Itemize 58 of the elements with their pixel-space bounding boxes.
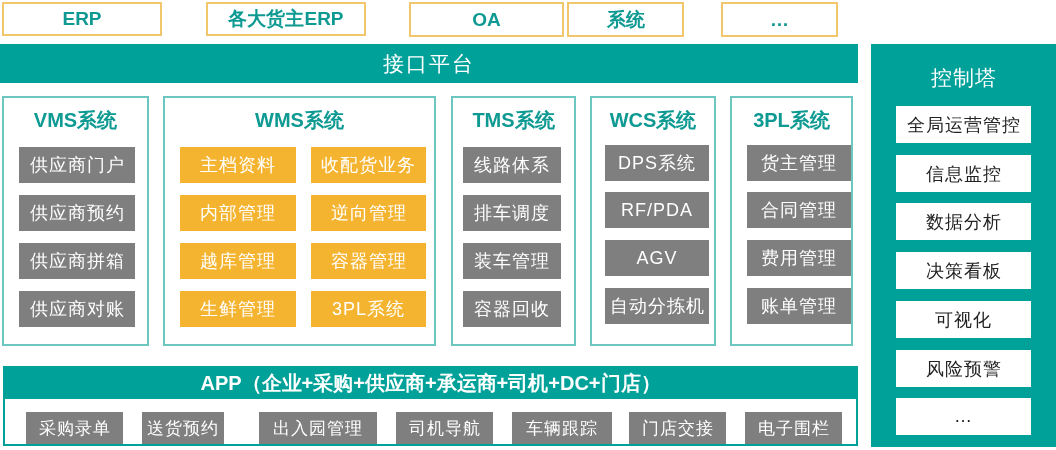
function-tile: 门店交接 [629,412,726,444]
function-tile: 供应商对账 [19,291,135,327]
function-tile: 风险预警 [896,350,1031,387]
function-tile: 司机导航 [396,412,493,444]
function-tile: DPS系统 [605,145,709,181]
function-tile: AGV [605,240,709,276]
function-tile: 送货预约 [142,412,224,444]
function-tile: 生鲜管理 [180,291,296,327]
function-tile: 逆向管理 [311,195,426,231]
external-system-tile: … [721,2,838,37]
function-tile: 车辆跟踪 [512,412,612,444]
external-system-tile: 系统 [567,2,684,37]
panel-title: TMS系统 [471,108,556,133]
panel-title: 3PL系统 [752,108,831,133]
subsystem-panel [163,96,436,346]
interface-platform-band: 接口平台 [0,44,858,83]
function-tile: 容器回收 [463,291,561,327]
subsystem-panel [730,96,853,346]
function-tile: 可视化 [896,301,1031,338]
external-system-tile: ERP [2,2,162,36]
subsystem-panel [2,96,149,346]
subsystem-panel [590,96,716,346]
function-tile: 3PL系统 [311,291,426,327]
function-tile: 装车管理 [463,243,561,279]
function-tile: 供应商门户 [19,147,135,183]
external-system-tile: OA [409,2,564,37]
control-tower-panel [871,44,1056,447]
external-system-tile: 各大货主ERP [206,2,366,36]
function-tile: 供应商预约 [19,195,135,231]
function-tile: 线路体系 [463,147,561,183]
function-tile: 账单管理 [747,288,851,324]
panel-title: WMS系统 [254,108,345,133]
function-tile: 费用管理 [747,240,851,276]
function-tile: 合同管理 [747,192,851,228]
subsystem-panel [451,96,576,346]
function-tile: 决策看板 [896,252,1031,289]
panel-title: 控制塔 [929,65,998,91]
function-tile: 全局运营管控 [896,106,1031,143]
function-tile: 货主管理 [747,145,851,181]
function-tile: 内部管理 [180,195,296,231]
function-tile: 电子围栏 [745,412,842,444]
function-tile: RF/PDA [605,192,709,228]
function-tile: 信息监控 [896,155,1031,192]
function-tile: 供应商拼箱 [19,243,135,279]
panel-title: VMS系统 [32,108,119,133]
function-tile: … [896,398,1031,435]
panel-title: WCS系统 [608,108,698,133]
app-panel [3,366,858,446]
function-tile: 采购录单 [26,412,123,444]
function-tile: 越库管理 [180,243,296,279]
function-tile: 收配货业务 [311,147,426,183]
function-tile: 主档资料 [180,147,296,183]
function-tile: 出入园管理 [259,412,377,444]
function-tile: 自动分拣机 [605,288,709,324]
app-header-band: APP（企业+采购+供应商+承运商+司机+DC+门店） [5,368,856,399]
function-tile: 排车调度 [463,195,561,231]
function-tile: 数据分析 [896,203,1031,240]
function-tile: 容器管理 [311,243,426,279]
